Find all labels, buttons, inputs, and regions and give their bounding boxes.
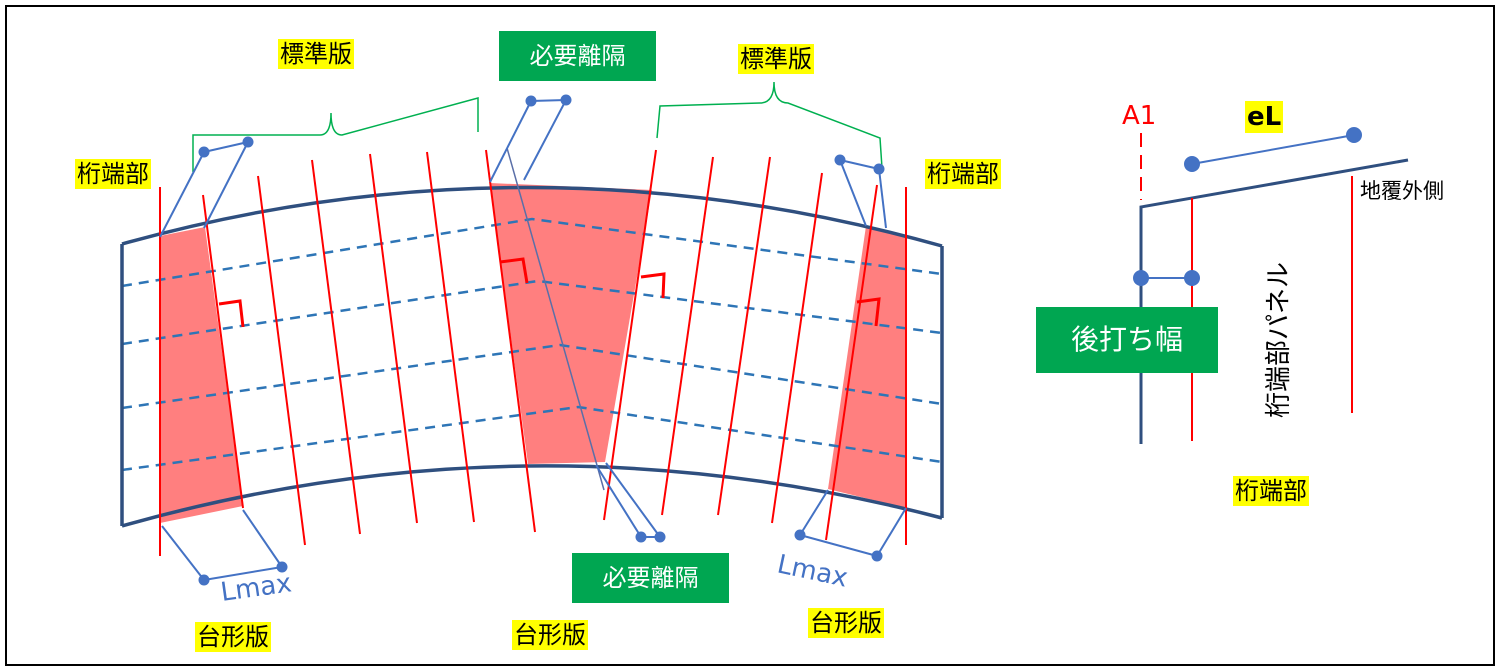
joint-line: [202, 194, 244, 509]
girder-end-label-left: 桁端部: [75, 159, 151, 189]
outer-frame: [5, 5, 1495, 666]
dashed-line-1: [121, 217, 943, 288]
dim-dot: [654, 531, 666, 543]
dim-line: [839, 159, 880, 170]
joint-line: [257, 175, 306, 546]
dashed-line-2: [121, 279, 943, 346]
dim-line: [203, 141, 249, 153]
brace-standard-right: [656, 81, 883, 169]
dim-dot: [276, 561, 288, 573]
dim-dot: [834, 154, 846, 166]
right-angle-mark: [856, 297, 881, 327]
el-dim-dot: [1346, 127, 1362, 143]
joint-lines: [159, 149, 907, 556]
dim-dot: [242, 136, 254, 148]
girder-end-label-right: 桁端部: [925, 159, 1001, 189]
dim-leader: [605, 462, 661, 538]
dim-leader: [161, 525, 205, 581]
deck-bottom-edge: [121, 464, 943, 528]
cover-outside-label: 地覆外側: [1360, 179, 1444, 203]
dashed-line-3: [121, 343, 943, 410]
trapezoid-plate-right: [828, 226, 906, 508]
joint-line: [603, 149, 657, 521]
trapezoid-plate-label-right: 台形版: [808, 608, 884, 638]
trapezoid-plate-left: [160, 227, 243, 523]
dim-dot: [560, 94, 572, 106]
joint-line: [311, 159, 361, 535]
joint-line: [825, 184, 878, 541]
dim-line: [203, 566, 283, 581]
dim-leader: [242, 509, 283, 568]
skew-line: [506, 147, 605, 491]
el-dim-line: [1191, 134, 1355, 165]
trapezoid-plate-label-left: 台形版: [195, 622, 271, 652]
a1-label: A1: [1122, 101, 1156, 131]
joint-line: [369, 153, 418, 524]
dim-dot: [635, 531, 647, 543]
dim-leader: [839, 159, 867, 227]
el-dim-dot: [1184, 156, 1200, 172]
dim-leader: [523, 99, 567, 181]
required-clearance-label-top: 必要離隔: [499, 31, 656, 81]
dim-line: [530, 99, 567, 102]
dimension-dots: [198, 94, 885, 586]
dim-dot: [873, 163, 885, 175]
post-cast-width-label: 後打ち幅: [1036, 307, 1218, 373]
dimension-lines: [159, 99, 907, 581]
joint-line: [717, 156, 771, 516]
post-cast-dim-dot: [1184, 270, 1200, 286]
trapezoid-plate-label-center: 台形版: [512, 620, 588, 650]
dim-line: [799, 534, 878, 557]
dim-leader: [159, 151, 205, 238]
girder-end-label-section: 桁端部: [1233, 476, 1309, 506]
dim-dot: [525, 95, 537, 107]
post-cast-dim-dot: [1133, 270, 1149, 286]
dim-dot: [198, 146, 210, 158]
right-angle-marks: [218, 257, 881, 328]
dim-dot: [871, 550, 883, 562]
right-angle-mark: [640, 272, 666, 299]
dim-leader: [489, 100, 532, 183]
deck-top-edge: [121, 185, 943, 248]
dim-leader: [799, 489, 829, 536]
standard-plate-label-right: 標準版: [738, 44, 814, 74]
standard-plate-label-left: 標準版: [278, 39, 354, 69]
brace-standard-left: [192, 97, 479, 172]
right-angle-mark: [499, 257, 529, 284]
trapezoid-plate-center: [490, 183, 652, 464]
joint-line: [661, 156, 714, 516]
el-label: eL: [1245, 101, 1284, 133]
joint-line: [771, 172, 823, 524]
dim-dot: [198, 574, 210, 586]
joint-line: [426, 151, 475, 523]
required-clearance-label-bottom: 必要離隔: [572, 553, 729, 603]
lmax-label-right: Lmax: [775, 550, 851, 594]
deck-outline: [120, 185, 944, 528]
dashed-line-4: [121, 405, 943, 472]
dim-dot: [794, 529, 806, 541]
dim-leader: [876, 507, 907, 557]
joint-line: [485, 149, 536, 533]
dim-leader: [595, 464, 642, 538]
right-angle-mark: [218, 299, 245, 328]
dim-leader: [878, 168, 887, 229]
lmax-label-left: Lmax: [219, 568, 294, 608]
end-panel-label: 桁端部パネル: [1264, 262, 1294, 418]
dim-leader: [203, 141, 249, 229]
dashed-lines: [121, 217, 943, 472]
